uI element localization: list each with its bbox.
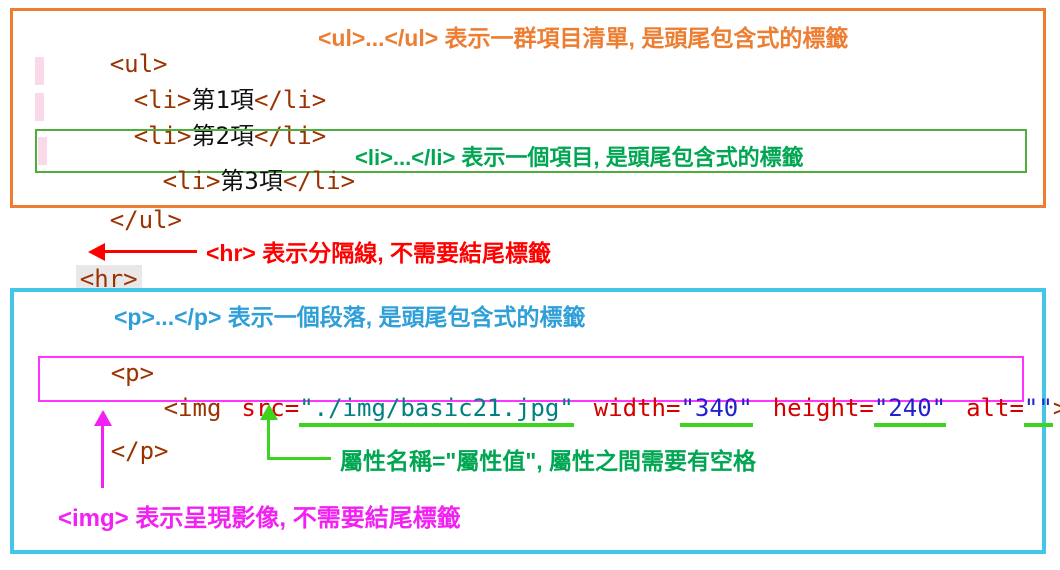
img-attr-src: src="./img/basic21.jpg" [241,394,574,427]
li-text: 第1項 [191,86,254,114]
indent-highlight [38,137,47,165]
li-annotation: <li>...</li> 表示一個項目, 是頭尾包含式的標籤 [355,145,804,170]
attr-value: "./img/basic21.jpg" [299,394,574,427]
green-arrow-head-icon [260,404,278,420]
magenta-arrow-line [101,424,104,488]
red-arrow-line [103,250,197,253]
p-open-tag: <p> [24,328,154,418]
green-arrow-vertical-line [267,418,270,460]
indent-highlight [35,93,44,121]
ul-annotation: <ul>...</ul> 表示一群項目清單, 是頭尾包含式的標籤 [318,25,849,51]
attr-value: "" [1023,394,1053,427]
green-arrow-horizontal-line [267,457,331,460]
code-text: <ul> [109,50,168,78]
li-close-tag: </li> [253,122,327,150]
li-line-1: <li>第1項</li> [47,55,327,145]
ul-open-tag: <ul> [23,19,168,109]
li-highlight-box: <li>第3項</li> <li>...</li> 表示一個項目, 是頭尾包含式… [35,129,1027,195]
img-attr-height: height="240" [772,394,947,427]
attr-name: width [593,394,666,422]
img-attr-alt: alt="" [966,394,1053,427]
code-text: </ul> [109,206,182,234]
red-arrow-head-icon [88,243,105,261]
ul-close-tag: </ul> [23,175,182,265]
attr-value: "240" [873,394,947,427]
img-open-tag: <img [163,394,222,422]
li-text: 第3項 [220,167,283,195]
attr-name: alt [966,394,1010,422]
li-close-tag: </li> [253,86,327,114]
code-text: <p> [110,359,155,387]
hr-annotation: <hr> 表示分隔線, 不需要結尾標籤 [206,240,552,266]
img-annotation: <img> 表示呈現影像, 不需要結尾標籤 [58,505,461,532]
magenta-arrow-head-icon [94,410,112,426]
li-open-tag: <li> [133,86,192,114]
indent-highlight [35,57,44,85]
img-close-bracket: > [1053,394,1060,422]
li-line-2: <li>第2項</li> [47,91,327,181]
attr-name: height [772,394,860,422]
equals-sign: = [1009,394,1024,422]
equals-sign: = [284,394,300,422]
p-code-panel: <p>...</p> 表示一個段落, 是頭尾包含式的標籤 <p> <img src… [10,288,1060,554]
p-close-tag: </p> [24,406,169,496]
li-close-tag: </li> [282,167,356,195]
attr-annotation: 屬性名稱="屬性值", 屬性之間需要有空格 [340,448,757,474]
equals-sign: = [859,394,874,422]
li-open-tag: <li> [133,122,192,150]
li-open-tag: <li> [162,167,221,195]
ul-code-panel: <ul> <ul>...</ul> 表示一群項目清單, 是頭尾包含式的標籤 <l… [10,8,1046,234]
li-line-3: <li>第3項</li> [47,136,356,226]
li-text: 第2項 [191,122,254,150]
equals-sign: = [666,394,681,422]
img-attr-width: width="340" [593,394,753,427]
attr-value: "340" [680,394,753,427]
p-annotation: <p>...</p> 表示一個段落, 是頭尾包含式的標籤 [114,304,586,330]
code-text: </p> [110,437,169,465]
